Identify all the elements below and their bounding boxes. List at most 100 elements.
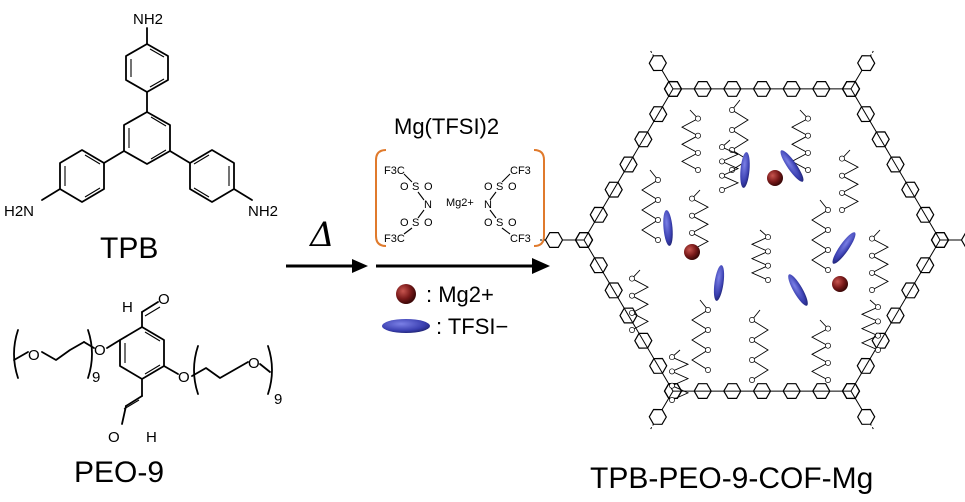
phenyl-ring [648, 55, 667, 72]
ether-oxygen [705, 307, 711, 313]
ether-oxygen [749, 317, 755, 323]
peo-chains [629, 99, 889, 403]
framework-bond [661, 69, 674, 90]
ether-oxygen [669, 382, 675, 389]
ether-oxygen [805, 132, 811, 139]
ether-oxygen [705, 347, 711, 353]
tfsi-n-a: N [424, 199, 432, 211]
tfsi-o-a2: O [424, 181, 433, 193]
phenyl-ring [648, 408, 667, 425]
tfsi-o-b1: O [484, 181, 493, 193]
tfsi-s-b2: S [496, 217, 503, 229]
legend-mg-label: : Mg2+ [426, 282, 494, 307]
peo-oxygen-left: O [28, 347, 40, 364]
ether-oxygen [695, 149, 701, 156]
peo-repeat-right: 9 [274, 391, 282, 408]
ether-oxygen [839, 189, 845, 196]
framework-bond [661, 390, 674, 411]
peo-oxygen-ring-right: O [178, 369, 190, 386]
tpb-label: TPB [100, 232, 158, 265]
framework-continuation [869, 49, 875, 57]
cof-framework [538, 49, 965, 431]
framework-bond [850, 390, 863, 411]
framework-bond [850, 69, 863, 90]
mg-ion [767, 170, 783, 186]
ether-oxygen [719, 144, 725, 151]
ether-oxygen [839, 155, 845, 162]
peo-chain [641, 169, 659, 241]
peo-chain [871, 229, 889, 291]
salt-formula: Mg(TFSI)2 [394, 114, 499, 139]
ether-oxygen [825, 267, 831, 273]
ether-oxygen [869, 252, 875, 259]
phenyl-ring [544, 232, 564, 248]
ether-oxygen [729, 127, 735, 133]
framework-continuation [649, 423, 655, 431]
ether-oxygen [839, 207, 845, 213]
phenyl-ring [857, 408, 876, 425]
framework-bond [583, 88, 674, 241]
ether-oxygen [805, 167, 811, 173]
tfsi-o-b4: O [508, 217, 517, 229]
ether-oxygen [765, 262, 771, 269]
ether-oxygen [655, 237, 661, 243]
ether-oxygen [749, 357, 755, 363]
ether-oxygen [629, 327, 635, 333]
framework-continuation [649, 49, 655, 57]
tfsi-cf3-a: F3C [384, 165, 405, 177]
tfsi-s-a: S [412, 181, 419, 193]
ether-oxygen [805, 115, 811, 122]
tfsi-s-b: S [496, 181, 503, 193]
peo-chain [691, 299, 709, 371]
tpb-structure: NH2 H2N NH2 TPB [4, 11, 278, 265]
tfsi-ion [788, 274, 808, 306]
ether-oxygen [669, 368, 675, 375]
tfsi-s-a2: S [412, 217, 419, 229]
phenyl-ring [574, 231, 594, 249]
ether-oxygen [869, 269, 875, 276]
tpb-amine-left: H2N [4, 203, 34, 220]
tfsi-cf3-c: CF3 [510, 165, 531, 177]
peo9-structure: O 9 O H O O H O O 9 PEO-9 [13, 291, 282, 489]
peo-aldehyde-o-bottom: O [108, 429, 120, 446]
ether-oxygen [805, 149, 811, 156]
ether-oxygen [729, 107, 735, 113]
peo-chain [631, 269, 649, 331]
ether-oxygen [705, 327, 711, 333]
legend-tfsi-label: : TFSI− [436, 314, 508, 339]
ether-oxygen [825, 377, 831, 383]
ether-oxygen [655, 197, 661, 203]
confined-ions [663, 150, 856, 306]
peo-chain [681, 109, 699, 171]
ether-oxygen [825, 359, 831, 366]
reaction-arrows: Δ [286, 215, 550, 274]
peo-repeat-left: 9 [92, 369, 100, 386]
cof-structure [538, 49, 965, 431]
ether-oxygen [875, 304, 881, 311]
ether-oxygen [689, 195, 695, 202]
ether-oxygen [705, 367, 711, 373]
framework-continuation [869, 423, 875, 431]
ether-oxygen [825, 207, 831, 213]
peo-chain [841, 149, 859, 211]
product-label: TPB-PEO-9-COF-Mg [590, 462, 873, 495]
mg-tfsi-salt: Mg(TFSI)2 F3C S O O N S O O F3C Mg2+ CF3… [375, 114, 545, 247]
left-bracket [375, 149, 387, 247]
ether-oxygen [719, 158, 725, 165]
phenyl-ring [930, 231, 950, 249]
ether-oxygen [669, 354, 675, 361]
peo-aldehyde-h-top: H [122, 299, 133, 316]
peo-chain [751, 309, 769, 381]
ether-oxygen [695, 132, 701, 139]
tfsi-cf3-b: F3C [384, 233, 405, 245]
ether-oxygen [689, 212, 695, 219]
ether-oxygen [655, 217, 661, 223]
mg-ion [832, 276, 848, 292]
peo-oxygen-right: O [248, 355, 260, 372]
tfsi-cf3-d: CF3 [510, 233, 531, 245]
tfsi-ion [663, 210, 673, 246]
tfsi-ion [713, 265, 725, 301]
ether-oxygen [629, 275, 635, 282]
phenyl-ring [841, 383, 861, 399]
peo-chain [691, 189, 709, 251]
